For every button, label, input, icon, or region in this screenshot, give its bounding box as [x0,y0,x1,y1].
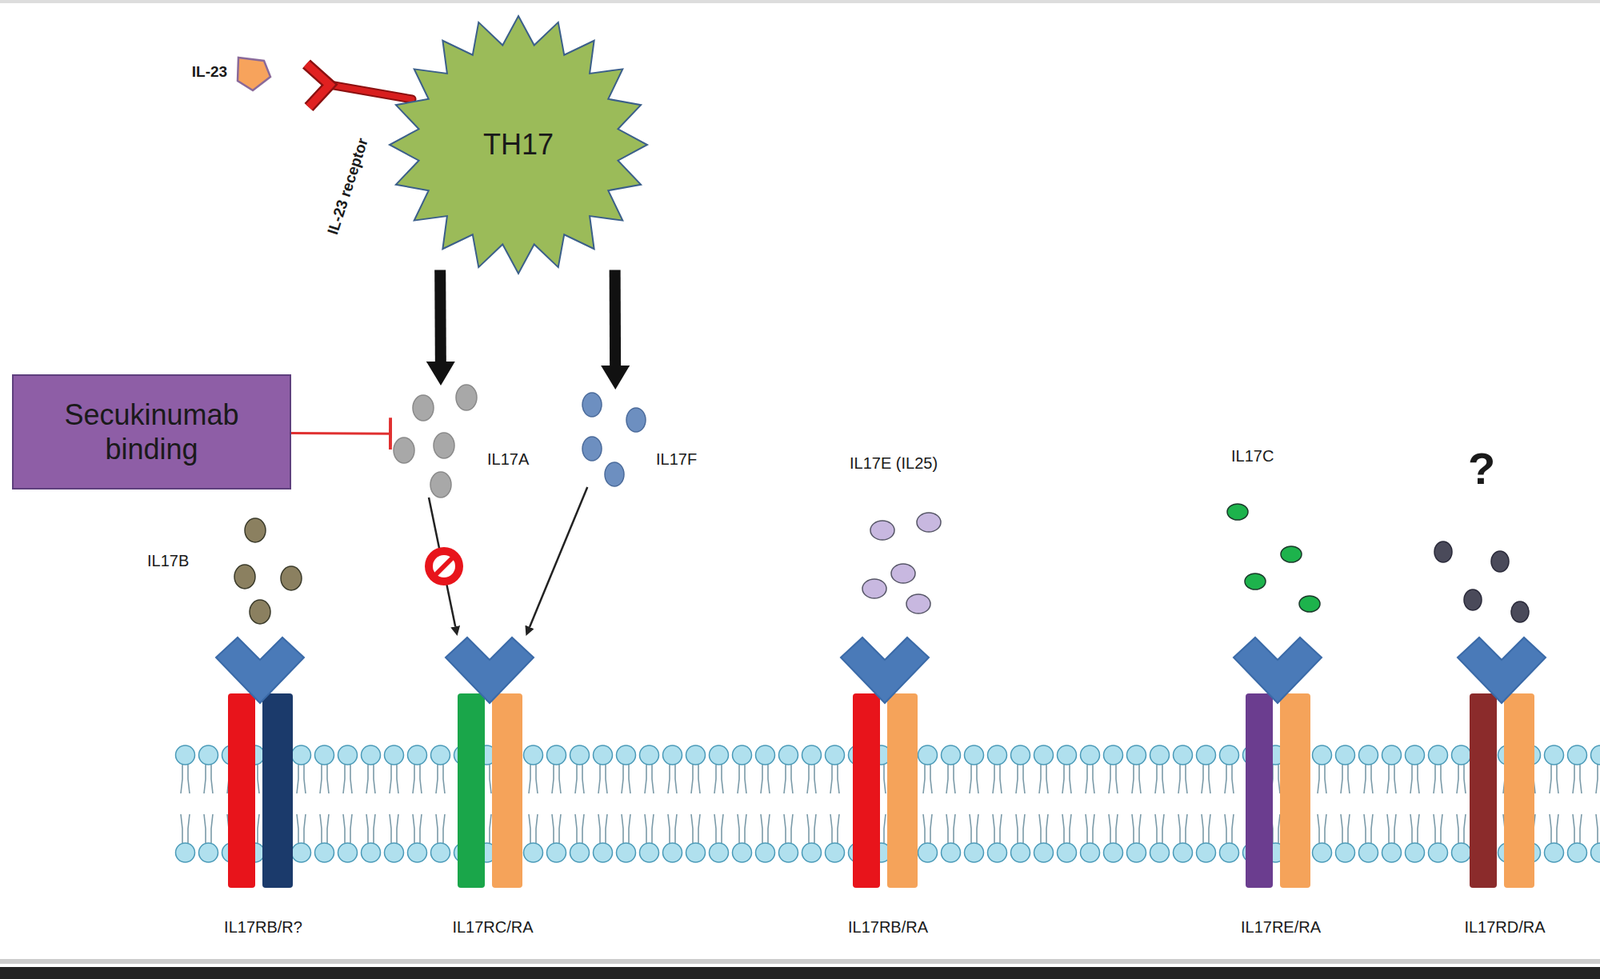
cytokine-cluster: IL17A [390,385,551,498]
receptor-chain [457,693,485,888]
receptor-chain [1469,693,1497,888]
cytokine-dot [906,594,931,614]
cytokine-dot [244,518,266,543]
il23-receptor-stem [329,84,412,100]
cytokine-label: IL17A [487,449,529,469]
cytokine-dot [234,564,256,589]
cytokine-dot [1280,546,1302,563]
cytokine-dot [412,395,434,421]
il23-receptor-stem [329,84,412,100]
bottom-frame-line [0,959,1600,964]
receptor-binding-site [1457,637,1546,704]
cytokine-dot [916,512,941,532]
receptor-binding-site [445,637,534,704]
receptor-binding-site [216,637,304,704]
cytokine-cluster: IL17C [1220,444,1328,620]
inhibition-line [291,432,391,436]
receptor-dimer: IL17RE/RA [1221,636,1340,944]
cytokine-cluster: IL17F [577,389,718,488]
th17-cell: TH17 [388,14,649,276]
receptor-label: IL17RC/RA [433,917,552,937]
cytokine-dot [249,600,271,624]
prohibition-disc [424,547,464,586]
cytokine-dot [862,579,887,599]
cytokine-dot [891,564,916,584]
receptor-chain [852,693,880,888]
receptor-illustration [433,636,546,892]
receptor-binding-site [1233,637,1322,704]
receptor-label: IL17RE/RA [1221,917,1340,937]
cytokine-dot [582,436,602,461]
receptor-chain [1280,693,1311,888]
receptor-chain [887,693,918,888]
receptor-chain [492,693,523,888]
annotation-label: IL-23 [181,63,238,81]
prohibition-slash [435,557,453,576]
receptor-label: IL17RD/RA [1445,917,1564,937]
top-frame [0,0,1600,4]
receptor-illustration [828,636,941,892]
cytokine-dot [1464,589,1482,611]
receptor-dimer: IL17RB/R? [204,636,323,944]
receptor-dimer: IL17RC/RA [433,636,552,944]
bottom-frame-bar [0,967,1600,979]
cytokine-dot [870,520,895,540]
prohibition-inner [432,555,456,578]
arrow-connector [529,487,588,628]
cytokine-dot [1491,551,1509,572]
cytokine-label: IL17C [1231,446,1274,466]
receptor-illustration [1445,636,1558,892]
cytokine-dot [1227,504,1248,520]
node-text: TH17 [483,127,554,162]
cytokine-dot [280,566,302,591]
cytokine-cluster: ? [1428,441,1532,624]
cytokine-dot [433,432,455,459]
cytokine-label: IL17B [147,551,189,571]
receptor-illustration [1221,636,1334,892]
cell-membrane [173,744,1600,864]
receptor-illustration [204,636,316,892]
cytokine-cluster: IL17E (IL25) [848,452,984,624]
prohibition-sign [424,547,464,586]
il23-ligand [237,57,271,91]
drug-box: Secukinumab binding [12,374,292,490]
cytokine-dot [456,384,477,411]
cytokine-dot [430,472,452,498]
receptor-chain [1504,693,1535,888]
cytokine-dot [1434,541,1452,563]
receptor-dimer: IL17RD/RA [1445,636,1564,944]
cytokine-label: IL17E (IL25) [849,453,938,473]
annotation-label: IL-23 receptor [320,126,375,246]
cytokine-dot [582,392,602,417]
cytokine-dot [1299,596,1320,612]
receptor-chain [228,693,256,888]
receptor-label: IL17RB/R? [204,917,323,937]
cytokine-dot [1244,573,1266,590]
cell-outline [389,16,648,274]
node-text: Secukinumab binding [23,397,280,467]
cytokine-label: ? [1468,441,1496,496]
il23-receptor-head [306,64,330,108]
arrow-connector [609,269,622,366]
label-anchor: IL-23 [181,63,238,81]
cytokine-dot [604,462,624,487]
receptor-chain [262,693,293,888]
arrow-connector [434,269,447,362]
il23-receptor-head [306,64,330,108]
receptor-dimer: IL17RB/RA [828,636,948,944]
receptor-chain [1245,693,1273,888]
receptor-binding-site [840,637,929,704]
label-anchor: IL-23 receptor [320,126,375,246]
cytokine-dot [1511,601,1529,623]
receptor-label: IL17RB/RA [828,917,948,937]
cytokine-label: IL17F [656,449,697,469]
cytokine-dot [626,408,646,432]
cytokine-cluster: IL17B [144,516,312,624]
cytokine-dot [393,437,415,464]
